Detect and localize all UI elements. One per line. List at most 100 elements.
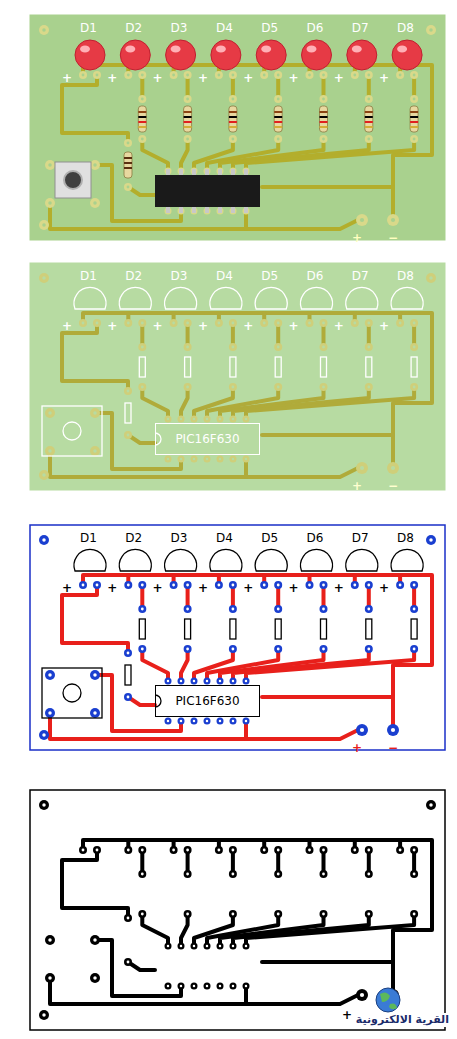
led-outline xyxy=(210,549,242,571)
drill-hole xyxy=(232,720,234,722)
drill-hole xyxy=(413,346,416,349)
drill-hole xyxy=(172,322,175,325)
solder-pad xyxy=(274,581,282,589)
copper-track xyxy=(62,75,128,143)
solder-pad xyxy=(243,943,250,950)
copper-track xyxy=(194,649,233,681)
resistor-band xyxy=(274,121,282,123)
part-name: D2 xyxy=(125,531,142,545)
solder-pad xyxy=(230,983,237,990)
led-highlight xyxy=(261,46,271,53)
drill-hole xyxy=(141,584,144,587)
board-outline xyxy=(30,525,445,750)
drill-hole xyxy=(353,584,356,587)
resistor-band xyxy=(410,111,418,113)
copper-track xyxy=(62,850,128,918)
resistor-outline xyxy=(321,619,327,639)
drill-hole xyxy=(245,945,247,947)
solder-pad xyxy=(230,943,237,950)
drill-hole xyxy=(48,411,52,415)
drill-hole xyxy=(232,458,234,460)
drill-hole xyxy=(232,584,235,587)
solder-pad xyxy=(274,605,282,613)
resistor-symbol xyxy=(229,106,237,132)
drill-hole xyxy=(245,720,247,722)
drill-hole xyxy=(219,720,221,722)
drill-hole xyxy=(141,873,144,876)
solder-pad xyxy=(274,343,282,351)
solder-pad xyxy=(274,71,282,79)
resistor-band xyxy=(124,157,132,159)
led-outline xyxy=(391,549,423,571)
solder-pad xyxy=(410,383,418,391)
resistor-band xyxy=(124,162,132,164)
resistor-band xyxy=(320,121,328,123)
resistor-outline xyxy=(411,619,417,639)
drill-hole xyxy=(206,458,208,460)
resistor-band xyxy=(274,126,282,128)
drill-hole xyxy=(232,985,234,987)
solder-pad xyxy=(229,383,237,391)
resistor-band xyxy=(365,116,373,118)
polarity-mark: + xyxy=(107,71,117,85)
resistor-band xyxy=(365,111,373,113)
drill-hole xyxy=(232,346,235,349)
solder-pad xyxy=(243,678,250,685)
drill-hole xyxy=(360,466,364,470)
resistor-band xyxy=(365,121,373,123)
drill-hole xyxy=(167,418,169,420)
solder-pad xyxy=(124,649,132,657)
drill-hole xyxy=(391,218,395,222)
led-outline xyxy=(346,549,378,571)
solder-pad xyxy=(217,943,224,950)
solder-pad xyxy=(229,870,237,878)
drill-hole xyxy=(399,74,402,77)
solder-pad xyxy=(217,456,224,463)
solder-pad xyxy=(356,462,368,474)
drill-hole xyxy=(127,696,130,699)
solder-pad xyxy=(124,846,132,854)
drill-hole xyxy=(186,608,189,611)
polarity-mark: + xyxy=(334,71,344,85)
solder-pad xyxy=(79,581,87,589)
drill-hole xyxy=(186,913,189,916)
polarity-mark: + xyxy=(243,71,253,85)
solder-pad xyxy=(79,71,87,79)
drill-hole xyxy=(42,733,46,737)
solder-pad xyxy=(243,983,250,990)
solder-pad xyxy=(320,645,328,653)
resistor-band xyxy=(229,126,237,128)
solder-pad xyxy=(365,383,373,391)
solder-pad xyxy=(387,462,399,474)
solder-pad xyxy=(39,535,49,545)
drill-hole xyxy=(127,434,130,437)
solder-pad xyxy=(191,416,198,423)
solder-pad xyxy=(306,319,314,327)
solder-pad xyxy=(138,846,146,854)
resistor-band xyxy=(320,111,328,113)
resistor-band xyxy=(229,121,237,123)
resistor-symbol xyxy=(410,106,418,132)
copper-track xyxy=(83,575,432,730)
solder-pad xyxy=(138,870,146,878)
drill-hole xyxy=(127,322,130,325)
ic-package: PIC16F630 xyxy=(155,685,260,717)
drill-hole xyxy=(218,322,221,325)
solder-pad xyxy=(178,983,185,990)
solder-pad xyxy=(351,846,359,854)
drill-hole xyxy=(413,386,416,389)
resistor-symbol xyxy=(274,106,282,132)
part-name: D7 xyxy=(352,531,369,545)
drill-hole xyxy=(193,680,195,682)
solder-pad xyxy=(260,319,268,327)
drill-hole xyxy=(232,680,234,682)
drill-hole xyxy=(367,608,370,611)
chip-name: PIC16F630 xyxy=(175,432,239,446)
solder-pad xyxy=(39,1010,49,1020)
copper-track xyxy=(181,649,188,681)
drill-hole xyxy=(263,584,266,587)
part-name: D3 xyxy=(171,531,188,545)
solder-pad xyxy=(90,446,100,456)
copper-track xyxy=(83,65,432,220)
